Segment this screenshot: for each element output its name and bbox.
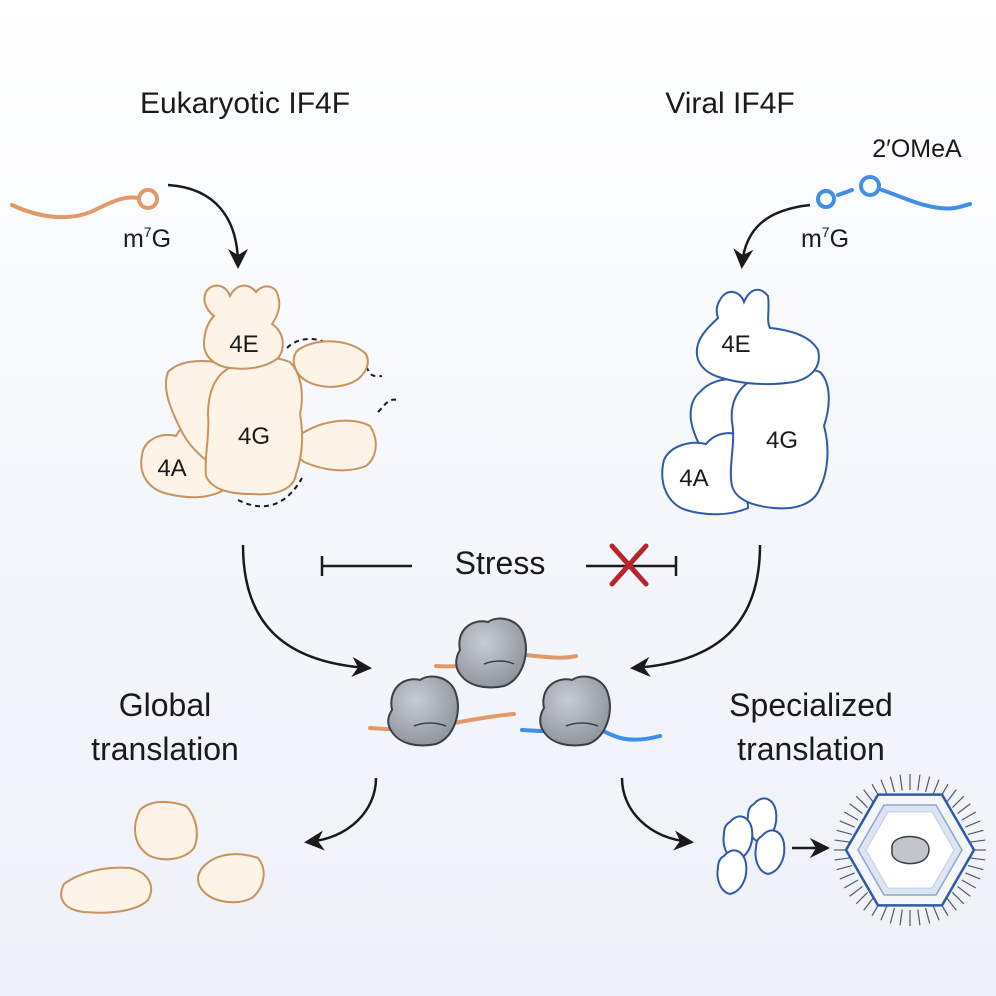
viral-protein-products (716, 797, 786, 896)
host-partner-top (292, 340, 369, 388)
m7g-label-right: m7G (800, 224, 850, 253)
virion-spike (967, 829, 984, 836)
host-mrna (10, 188, 159, 220)
viral-4g-subunit (729, 366, 830, 510)
specialized-translation-line2: translation (737, 731, 885, 767)
2omea-label: 2′OMeA (872, 135, 962, 163)
stress-label: Stress (454, 545, 546, 581)
arrow-to-host-proteins (304, 777, 378, 851)
virion-core (891, 835, 930, 865)
ribosomes (368, 617, 662, 747)
virion-spike (899, 774, 903, 791)
virion-spike (961, 811, 977, 821)
cap-binding-arrow-right (733, 203, 811, 269)
ribosome-top (434, 617, 578, 689)
viral-if4f-complex: 4E 4G 4A (661, 288, 830, 516)
virion-spike (917, 774, 921, 791)
virion-spike (834, 857, 851, 861)
virion-spike (965, 872, 981, 880)
virion-spike (924, 907, 931, 924)
virion-spike (834, 839, 851, 843)
virion-spike (932, 779, 940, 795)
virion-spike (843, 879, 859, 889)
virion-spike (917, 909, 921, 926)
global-translation-line2: translation (91, 731, 239, 767)
virion-spike (849, 886, 863, 897)
eukaryotic-if4f-title: Eukaryotic IF4F (139, 87, 351, 120)
virion-spike (889, 776, 896, 793)
viral-mrna (816, 175, 972, 211)
viral-4g-label: 4G (766, 427, 798, 454)
ribosome-viral (520, 675, 662, 747)
virion-spike (855, 795, 868, 808)
arrow-to-viral-proteins (620, 777, 694, 851)
host-protein-products (60, 800, 265, 914)
virion-spike (961, 879, 977, 889)
virion-spike (855, 892, 868, 905)
ribosome-left (368, 675, 516, 747)
viral-4a-label: 4A (679, 465, 708, 492)
virion-spike (952, 892, 965, 905)
virion-spike (957, 803, 971, 814)
virion-icon (834, 774, 986, 926)
virion-spike (839, 820, 855, 828)
cap-binding-arrow-left (167, 183, 248, 269)
virion-spike (899, 909, 903, 926)
virion-spike (880, 779, 888, 795)
viral-4e-subunit (695, 288, 820, 386)
specialized-translation-line1: Specialized (729, 687, 893, 723)
virion-spike (946, 897, 957, 911)
global-translation-line1: Global (118, 687, 212, 723)
block-x-icon (609, 543, 649, 587)
host-4e-label: 4E (229, 331, 258, 358)
arrow-viral-to-ribosomes (630, 544, 762, 677)
viral-4a-subunit (661, 432, 750, 516)
virion-spike (836, 829, 853, 836)
m7g-cap-icon (137, 188, 159, 210)
virion-spike (952, 795, 965, 808)
virion-spike (969, 839, 986, 843)
arrow-host-to-ribosomes (241, 544, 372, 677)
host-4e-subunit (202, 284, 284, 370)
host-4g-label: 4G (238, 423, 270, 450)
virion-spike (839, 872, 855, 880)
m7g-cap-icon-viral (816, 189, 836, 209)
host-4g-subunit (204, 356, 304, 496)
virion-spike (946, 789, 957, 803)
m7g-label-left: m7G (122, 224, 172, 253)
virion-spike (863, 789, 874, 803)
virion-spike (924, 776, 931, 793)
virion-spike (836, 864, 853, 871)
virion-spike (965, 820, 981, 828)
stress-inhibition (320, 543, 678, 587)
virion-spike (957, 886, 971, 897)
virion-spike (863, 897, 874, 911)
2omea-cap-icon (859, 175, 881, 197)
viral-if4f-title: Viral IF4F (665, 87, 795, 120)
virion-spike (932, 905, 940, 921)
virion-spike (969, 857, 986, 861)
virion-spike (843, 811, 859, 821)
virion-spike (967, 864, 984, 871)
host-4a-label: 4A (157, 455, 186, 482)
virion-spike (849, 803, 863, 814)
virion-spike (880, 905, 888, 921)
viral-4e-label: 4E (721, 331, 750, 358)
virion-spike (889, 907, 896, 924)
host-eif4f-complex: 4E 4G 4A (140, 284, 399, 508)
host-partner-right (293, 419, 377, 472)
